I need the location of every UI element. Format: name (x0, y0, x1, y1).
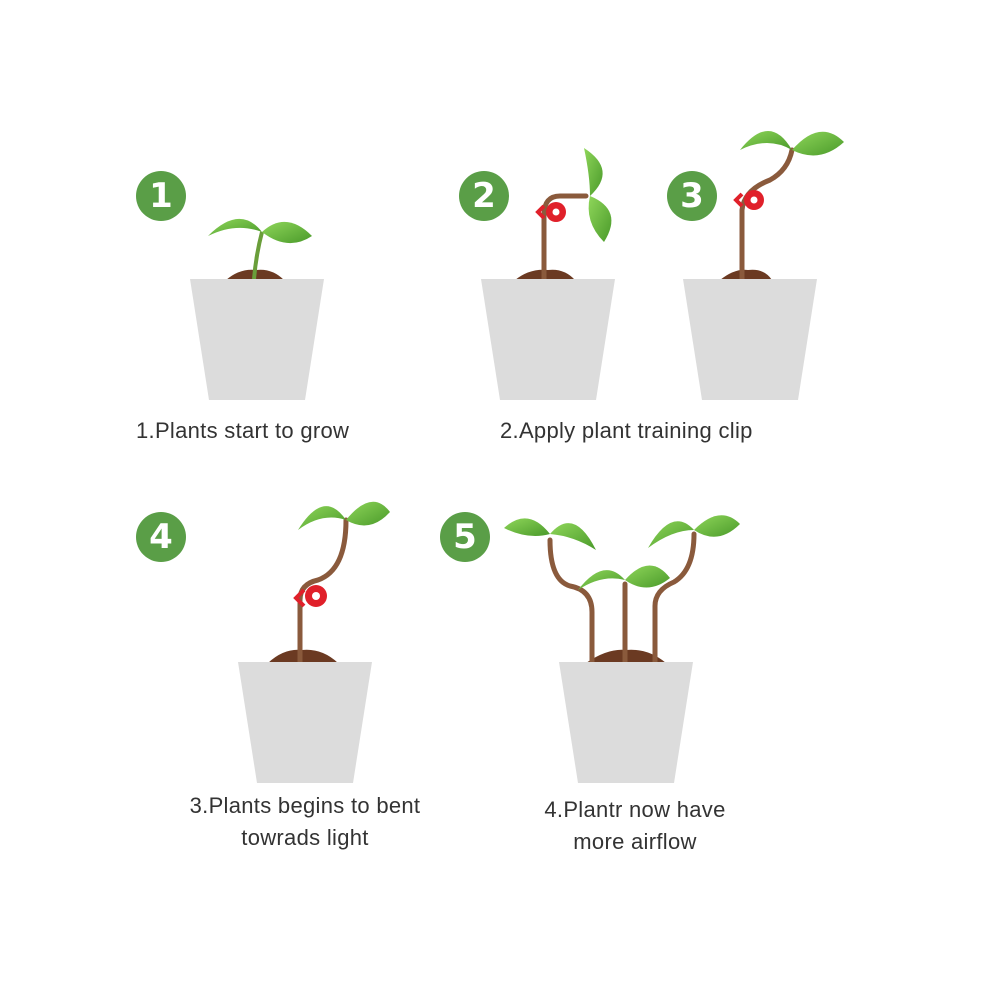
pot-4-group (238, 501, 390, 783)
stem-3 (739, 147, 795, 282)
pot-1 (190, 279, 324, 400)
clip-3 (733, 190, 764, 210)
pot-5 (559, 662, 693, 783)
leaf-3-left (740, 131, 792, 150)
pot-2 (481, 279, 615, 400)
leaf-1-right (262, 221, 312, 244)
caption-step-4-line-2: more airflow (573, 829, 697, 854)
pot-3-group (683, 131, 844, 400)
pot-3 (683, 279, 817, 400)
caption-step-1: 1.Plants start to grow (136, 418, 350, 443)
caption-step-4-line-1: 4.Plantr now have (544, 797, 726, 822)
clip-4 (293, 585, 327, 608)
step-badge-2: 2 (459, 171, 509, 221)
soil-mound-3 (720, 269, 772, 280)
leaf-5c-right (694, 515, 740, 537)
caption-step-3-line-1: 3.Plants begins to bent (189, 793, 421, 818)
step-badge-5: 5 (440, 512, 490, 562)
caption-step-3-line-2: towrads light (241, 825, 369, 850)
leaf-2-top (584, 148, 603, 196)
leaf-5b-left (578, 570, 625, 590)
pot-4 (238, 662, 372, 783)
caption-step-2: 2.Apply plant training clip (500, 418, 753, 443)
caption-step-3: 3.Plants begins to bent towrads light (170, 790, 440, 854)
stem-5-left (547, 537, 595, 665)
pot-1-group (190, 218, 324, 400)
leaf-1-left (208, 218, 262, 236)
step-badge-4: 4 (136, 512, 186, 562)
step-badge-1: 1 (136, 171, 186, 221)
leaf-2-bottom (588, 196, 612, 242)
leaf-5c-left (648, 521, 694, 548)
leaf-4-right (346, 501, 390, 526)
leaf-5b-right (625, 565, 670, 588)
stem-2 (541, 193, 589, 282)
leaf-5a-right (550, 523, 596, 550)
stem-1 (252, 231, 264, 280)
leaf-3-right (792, 131, 844, 156)
pot-5-group (504, 515, 740, 783)
caption-step-4: 4.Plantr now have more airflow (520, 794, 750, 858)
pot-2-group (481, 148, 615, 400)
leaf-5a-left (504, 518, 550, 536)
soil-mound-4 (268, 649, 338, 663)
stem-5-right (652, 531, 697, 665)
clip-2 (535, 202, 566, 222)
leaf-4-left (298, 506, 346, 530)
step-badge-3: 3 (667, 171, 717, 221)
